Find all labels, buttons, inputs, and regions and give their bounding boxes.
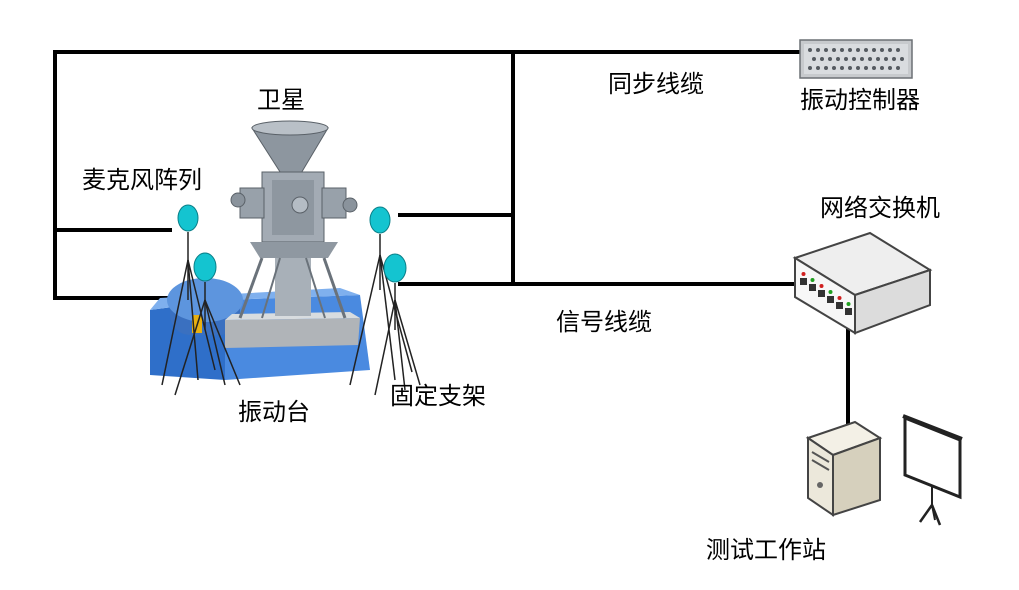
workstation-label: 测试工作站	[706, 536, 826, 564]
shaker-label: 振动台	[238, 398, 310, 426]
vibration-controller-label: 振动控制器	[800, 86, 920, 114]
sync-cable-label: 同步线缆	[608, 70, 704, 98]
fixed-stand-label: 固定支架	[390, 382, 486, 410]
cables	[53, 50, 850, 432]
projection-screen-icon	[902, 414, 963, 526]
satellite-label: 卫星	[257, 86, 305, 114]
microphone-icon	[161, 204, 421, 396]
sync-cable-line	[53, 50, 802, 300]
mic-array-label: 麦克风阵列	[82, 166, 202, 194]
pc-tower-icon	[805, 420, 883, 517]
network-switch-label: 网络交换机	[820, 194, 940, 222]
controller-icon	[799, 39, 913, 79]
signal-cable-label: 信号线缆	[556, 308, 652, 336]
switch-ports	[800, 272, 852, 315]
network-switch-icon	[792, 231, 933, 335]
satellite-icon	[230, 120, 358, 319]
